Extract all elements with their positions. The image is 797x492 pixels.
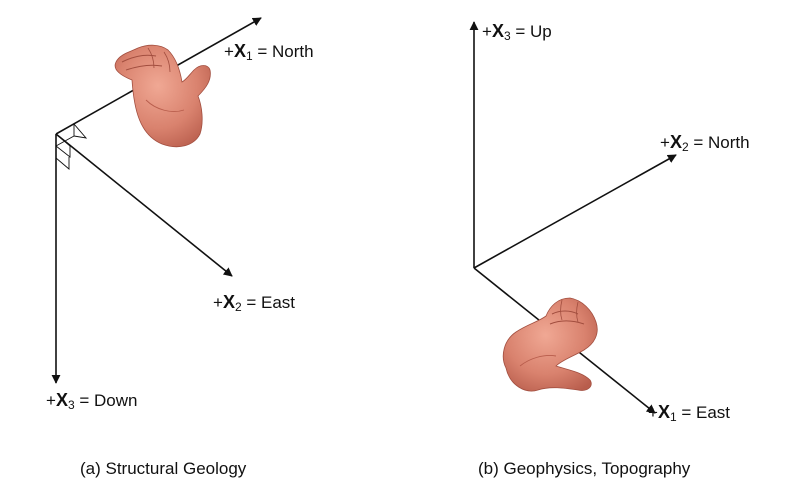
panel-a-caption: (a) Structural Geology	[80, 459, 247, 478]
right-angle-marker	[55, 133, 71, 158]
right-hand-icon	[114, 44, 211, 148]
panel-a-x3-label: +X3 = Down	[46, 390, 138, 412]
panel-b-x1-label: +X1 = East	[648, 402, 731, 424]
right-angle-marker	[73, 123, 88, 139]
right-angle-marker	[55, 124, 75, 147]
panel-b-x2-label: +X2 = North	[660, 132, 750, 154]
panel-b-x3-label: +X3 = Up	[482, 21, 552, 43]
left-hand-icon	[502, 297, 598, 392]
right-angle-marker	[55, 157, 70, 170]
panel-b-x2-axis	[473, 154, 677, 269]
panel-b-caption: (b) Geophysics, Topography	[478, 459, 691, 478]
panel-a-x1-label: +X1 = North	[224, 41, 314, 63]
panel-a-x2-axis	[55, 133, 233, 277]
panel-a-x2-label: +X2 = East	[213, 292, 296, 314]
